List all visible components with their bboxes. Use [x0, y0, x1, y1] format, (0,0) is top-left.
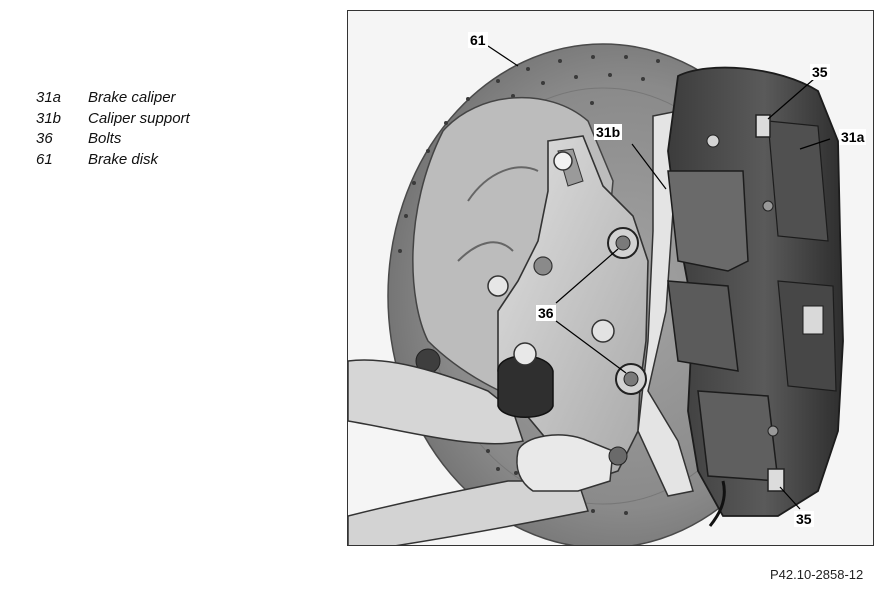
legend-code: 36 [36, 130, 53, 147]
brake-assembly-illustration [348, 11, 873, 545]
lower-link [348, 480, 589, 545]
legend-label: Bolts [88, 130, 122, 147]
bolts [607, 227, 647, 395]
legend-label: Caliper support [88, 109, 190, 127]
legend-row: 36 Bolts [36, 129, 190, 150]
leader-lines [487, 45, 831, 510]
reference-code: P42.10-2858-12 [770, 567, 864, 582]
legend-code: 61 [36, 150, 53, 168]
legend-row: 61 Brake disk [36, 150, 190, 171]
bolt-bottom [767, 468, 785, 492]
callout-35-bottom: 35 [794, 511, 814, 527]
callout-31a: 31a [839, 129, 867, 145]
callout-35-top: 35 [810, 64, 830, 80]
legend-row: 31a Brake caliper [36, 88, 190, 109]
ball-joint [497, 355, 554, 418]
callout-61: 61 [468, 32, 488, 48]
caliper-mounting-bolts [755, 114, 785, 492]
legend: 31a Brake caliper 31b Caliper support 36… [36, 88, 190, 170]
callout-36: 36 [536, 305, 556, 321]
legend-row: 31b Caliper support [36, 109, 190, 130]
control-arm [348, 359, 524, 445]
legend-label: Brake caliper [88, 89, 176, 106]
brake-line [708, 480, 726, 527]
legend-label: Brake disk [88, 150, 159, 168]
brake-assembly-figure: 61 35 31b 31a 36 35 [347, 10, 874, 546]
bolt-top [755, 114, 771, 138]
legend-code: 31a [36, 89, 62, 106]
callout-31b: 31b [594, 124, 623, 140]
legend-code: 31b [36, 109, 62, 127]
